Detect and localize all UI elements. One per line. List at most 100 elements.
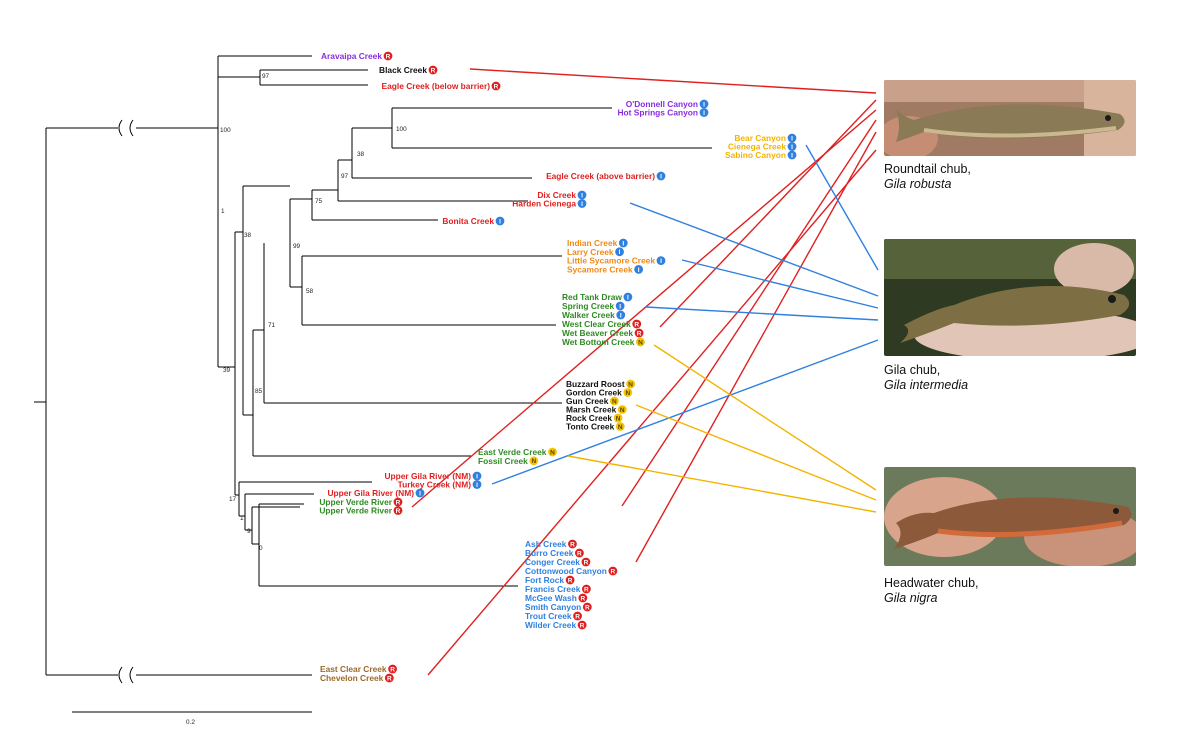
taxon-label: Harden Cienega <box>512 199 576 209</box>
taxon-label: Gordon Creek <box>566 388 622 398</box>
headwater-chub-caption: Headwater chub, Gila nigra <box>884 576 979 606</box>
origin-badge <box>617 405 627 414</box>
origin-badge-letter: I <box>638 267 640 274</box>
taxon-label: Gun Creek <box>566 396 609 406</box>
origin-badge-letter: R <box>494 83 499 90</box>
support-value: 71 <box>268 322 276 329</box>
origin-badge <box>626 379 636 389</box>
taxon-label: Buzzard Roost <box>566 379 625 389</box>
roundtail-chub-caption: Roundtail chub, Gila robusta <box>884 162 971 192</box>
origin-badge <box>615 422 625 431</box>
taxon-label: Conger Creek <box>525 557 580 567</box>
connector-line <box>427 149 877 676</box>
support-value: 58 <box>306 288 314 295</box>
support-value: 17 <box>229 496 237 503</box>
origin-badge <box>581 557 591 567</box>
taxon-label: Cienega Creek <box>728 142 787 152</box>
support-value: 0 <box>259 545 263 552</box>
origin-badge <box>565 575 575 585</box>
origin-badge-letter: I <box>791 135 793 142</box>
taxon-label: West Clear Creek <box>562 319 631 329</box>
taxon-label: Fort Rock <box>525 575 564 585</box>
origin-badge <box>613 413 623 423</box>
taxon-label: Upper Gila River (NM) <box>327 488 414 498</box>
origin-badge-letter: I <box>419 490 421 497</box>
connector-line <box>653 344 877 491</box>
origin-badge <box>615 247 624 257</box>
origin-badge <box>578 593 588 603</box>
support-value: 1 <box>221 208 225 215</box>
connector-line <box>635 404 877 501</box>
connector-line <box>411 109 877 508</box>
origin-badge-letter: N <box>620 407 625 414</box>
taxon-label: Smith Canyon <box>525 602 581 612</box>
taxon-label: Eagle Creek (above barrier) <box>546 171 655 181</box>
origin-badge-letter: R <box>611 568 616 575</box>
taxon-label: Spring Creek <box>562 301 614 311</box>
taxon-label: Trout Creek <box>525 611 572 621</box>
taxon-label: Upper Gila River (NM) <box>384 471 471 481</box>
taxon-label: Bear Canyon <box>734 133 786 143</box>
roundtail-chub-photo <box>884 80 1136 156</box>
origin-badge-letter: N <box>531 458 536 465</box>
origin-badge-letter: N <box>618 424 623 431</box>
species-common-name: Gila chub, <box>884 363 941 377</box>
taxon-label: Red Tank Draw <box>562 292 622 302</box>
connector-line <box>629 202 879 297</box>
origin-badge <box>787 150 797 160</box>
origin-badge-letter: N <box>626 390 631 397</box>
support-value: 38 <box>244 232 252 239</box>
support-value: 97 <box>262 73 270 80</box>
origin-badge <box>393 506 403 515</box>
species-common-name: Roundtail chub, <box>884 162 971 176</box>
tree-branches <box>34 55 712 676</box>
origin-badge-letter: R <box>431 67 436 74</box>
support-value: 85 <box>255 388 263 395</box>
species-connectors <box>411 68 879 676</box>
species-scientific-name: Gila robusta <box>884 177 952 191</box>
origin-badge <box>388 664 397 674</box>
taxon-label: Rock Creek <box>566 413 612 423</box>
origin-badge-letter: R <box>568 577 573 584</box>
origin-badge-letter: I <box>660 258 662 265</box>
origin-badge-letter: I <box>619 249 621 256</box>
origin-badge-letter: R <box>585 604 590 611</box>
taxon-label: Fossil Creek <box>478 456 528 466</box>
taxon-label: Marsh Creek <box>566 405 617 415</box>
origin-badge-letter: N <box>612 398 617 405</box>
origin-badge-letter: N <box>616 415 621 422</box>
origin-badge-letter: I <box>622 240 624 247</box>
taxon-label: Eagle Creek (below barrier) <box>382 81 491 91</box>
taxon-label: Wilder Creek <box>525 620 576 630</box>
connector-line <box>567 455 877 513</box>
origin-badge <box>393 497 403 507</box>
origin-badge <box>529 456 539 466</box>
origin-badge-letter: I <box>499 218 501 225</box>
taxon-label: Chevelon Creek <box>320 673 384 683</box>
taxon-label: Larry Creek <box>567 247 614 257</box>
origin-badge-letter: I <box>581 201 583 208</box>
origin-badge <box>568 539 577 549</box>
taxon-label: Sycamore Creek <box>567 264 633 274</box>
origin-badge-letter: R <box>570 541 575 548</box>
support-value: 97 <box>341 173 349 180</box>
origin-badge <box>699 99 709 109</box>
species-scientific-name: Gila intermedia <box>884 378 969 392</box>
origin-badge-letter: N <box>628 381 633 388</box>
gila-chub-caption: Gila chub, Gila intermedia <box>884 363 968 393</box>
taxon-label: Hot Springs Canyon <box>618 108 699 118</box>
origin-badge-letter: R <box>387 675 392 682</box>
origin-badge <box>548 447 557 457</box>
support-value: 100 <box>396 126 407 133</box>
taxon-label: Turkey Creek (NM) <box>398 480 472 490</box>
origin-badge <box>384 673 394 683</box>
origin-badge-letter: R <box>584 559 589 566</box>
origin-badge <box>634 265 644 274</box>
support-value: 39 <box>223 367 231 374</box>
origin-badge-letter: R <box>580 622 585 629</box>
support-value: 99 <box>293 243 301 250</box>
connector-line <box>469 68 877 94</box>
origin-badge <box>656 171 666 181</box>
